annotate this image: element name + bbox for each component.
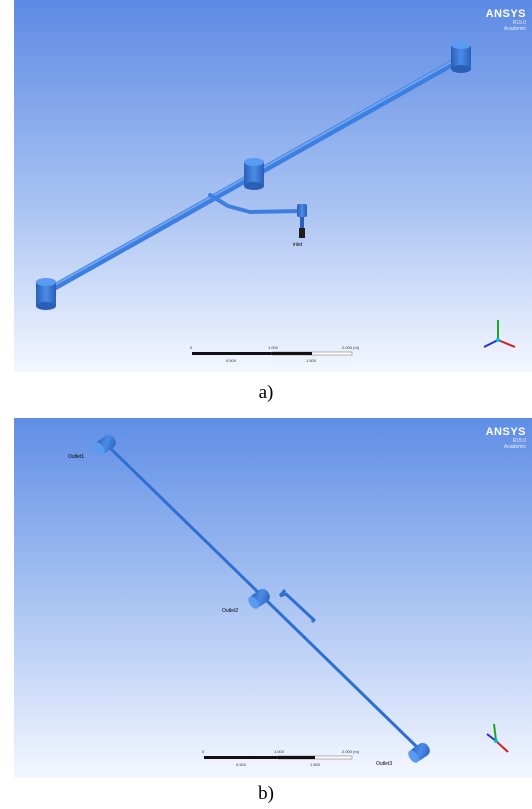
outlet3-label: Outlet3 [376, 761, 392, 767]
ansys-logo: ANSYS R15.0 Academic [485, 8, 526, 32]
axis-triad-icon [483, 320, 516, 348]
outlet1-label: Outlet1 [68, 454, 84, 460]
tank-right [451, 41, 471, 73]
ansys-logo: ANSYS R15.0 Academic [485, 426, 526, 450]
inlet-label: inlet [293, 242, 303, 248]
tank-outlet2 [248, 588, 270, 609]
scale-label-2: 2.000 (m) [342, 749, 360, 754]
tank-middle [244, 158, 264, 190]
axis-triad-icon [486, 723, 509, 753]
scale-label-1: 1.000 [268, 345, 279, 350]
scale-bar: 0 1.000 2.000 (m) 0.500 1.500 [190, 345, 360, 363]
branch-pipe [208, 193, 304, 214]
inlet-stub [278, 589, 287, 597]
caption-b: b) [258, 783, 274, 804]
scale-label-3: 0.500 [226, 358, 237, 363]
scale-label-3: 0.500 [236, 762, 247, 767]
scale-label-4: 1.500 [306, 358, 317, 363]
scale-label-4: 1.500 [310, 762, 321, 767]
panel-b-background [14, 418, 532, 778]
caption-a: a) [258, 382, 274, 403]
tank-outlet3 [408, 742, 430, 763]
panel-b-ansys-view: Outlet1 Outlet2 Outlet3 0 1.000 2.000 (m… [14, 418, 532, 778]
inlet-marker [299, 228, 305, 238]
scale-label-0: 0 [190, 345, 193, 350]
tank-left [36, 278, 56, 310]
branch-pipe [279, 592, 316, 624]
panel-a-canvas: inlet 0 1.000 2.000 (m) 0.500 1.500 [14, 0, 532, 372]
panel-b-canvas: Outlet1 Outlet2 Outlet3 0 1.000 2.000 (m… [14, 418, 532, 778]
scale-bar: 0 1.000 2.000 (m) 0.500 1.500 [202, 749, 360, 767]
panel-a-background [14, 0, 532, 372]
outlet2-label: Outlet2 [222, 608, 238, 614]
inlet-cap [297, 204, 307, 217]
scale-label-0: 0 [202, 749, 205, 754]
tank-outlet1 [94, 434, 116, 455]
panel-a-ansys-view: inlet 0 1.000 2.000 (m) 0.500 1.500 ANSY… [14, 0, 532, 372]
scale-label-2: 2.000 (m) [342, 345, 360, 350]
scale-label-1: 1.000 [274, 749, 285, 754]
